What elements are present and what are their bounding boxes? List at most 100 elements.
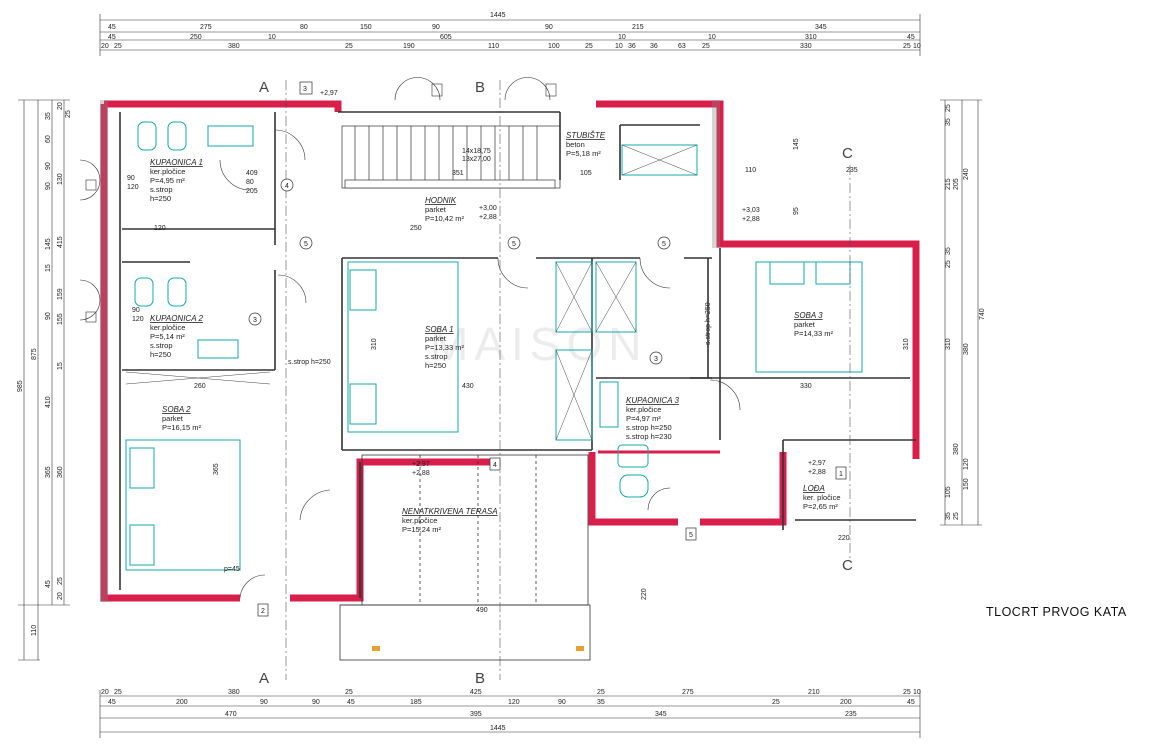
dim-top: 45 bbox=[907, 34, 915, 41]
level-mark: +3,00 bbox=[479, 205, 497, 212]
dim-top: 25 bbox=[903, 43, 911, 50]
room-area: P=5,14 m² bbox=[150, 332, 185, 341]
dim-top: 45 bbox=[108, 34, 116, 41]
room-floor: ker.pločice bbox=[626, 405, 661, 414]
room-name: KUPAONICA 1 bbox=[150, 158, 203, 167]
note: 90 bbox=[127, 175, 135, 182]
section-a-top: A bbox=[259, 79, 269, 96]
room-area: P=16,15 m² bbox=[162, 423, 201, 432]
dim-left: 90 bbox=[45, 162, 52, 170]
opening-number: 5 bbox=[304, 241, 308, 248]
door-swings bbox=[219, 129, 741, 599]
dim-top: 215 bbox=[632, 24, 644, 31]
dim-bottom: 470 bbox=[225, 711, 237, 718]
room-soba-2: SOBA 2 parket P=16,15 m² bbox=[162, 405, 201, 432]
dim-right: 120 bbox=[963, 458, 970, 470]
note: 220 bbox=[838, 535, 850, 542]
opening-number: 3 bbox=[253, 317, 257, 324]
dim-top: 36 bbox=[628, 43, 636, 50]
dim-bottom: 90 bbox=[558, 699, 566, 706]
stair bbox=[341, 125, 561, 189]
stair-run-length: 351 bbox=[452, 170, 464, 177]
note: 120 bbox=[132, 316, 144, 323]
dim-left: 35 bbox=[45, 112, 52, 120]
dim-right: 25 bbox=[945, 260, 952, 268]
dim-bottom: 20 bbox=[101, 689, 109, 696]
room-name: STUBIŠTE bbox=[566, 131, 606, 140]
dim-bottom: 345 bbox=[655, 711, 667, 718]
dim-top: 275 bbox=[200, 24, 212, 31]
stair-spec-2: 13x27,00 bbox=[462, 156, 491, 163]
dim-left: 90 bbox=[45, 312, 52, 320]
dim-bottom: 185 bbox=[410, 699, 422, 706]
room-floor: parket bbox=[425, 334, 447, 343]
dim-top: 605 bbox=[440, 34, 452, 41]
dim-right: 35 bbox=[945, 512, 952, 520]
note: 120 bbox=[154, 225, 166, 232]
dim-left: 90 bbox=[45, 182, 52, 190]
note: p=45 bbox=[224, 566, 240, 573]
dim-left: 15 bbox=[57, 362, 64, 370]
dim-bottom: 425 bbox=[470, 689, 482, 696]
dim-left: 110 bbox=[31, 625, 38, 636]
room-ceiling: s.strop h=250 bbox=[626, 423, 672, 432]
inner-walls bbox=[119, 111, 916, 598]
room-area: P=2,65 m² bbox=[803, 502, 838, 511]
room-name: NENATKRIVENA TERASA bbox=[402, 507, 498, 516]
opening-number: 5 bbox=[662, 241, 666, 248]
room-floor: parket bbox=[425, 205, 447, 214]
room-ceiling: s.strop bbox=[150, 185, 173, 194]
left-dimension-lines bbox=[18, 99, 70, 661]
dim-bottom: 120 bbox=[508, 699, 520, 706]
dim-bottom: 25 bbox=[772, 699, 780, 706]
top-dimension-lines bbox=[99, 14, 921, 56]
dim-top: 25 bbox=[114, 43, 122, 50]
room-soba-3: SOBA 3 parket P=14,33 m² bbox=[794, 311, 833, 338]
drain-marker bbox=[372, 646, 380, 651]
dim-bottom: 25 bbox=[597, 689, 605, 696]
dim-bottom: 25 bbox=[903, 689, 911, 696]
room-kupaonica-2: KUPAONICA 2 ker.pločice P=5,14 m² s.stro… bbox=[150, 314, 203, 359]
dim-top: 190 bbox=[403, 43, 415, 50]
dim-right: 35 bbox=[945, 118, 952, 126]
dim-bottom: 395 bbox=[470, 711, 482, 718]
room-hodnik: HODNIK parket P=10,42 m² bbox=[425, 196, 464, 223]
dim-top: 10 bbox=[615, 43, 623, 50]
dim-left: 20 bbox=[57, 102, 64, 110]
dim-top: 63 bbox=[678, 43, 686, 50]
dim-left: 15 bbox=[45, 264, 52, 272]
dim-top: 150 bbox=[360, 24, 372, 31]
wardrobe-crosses bbox=[125, 144, 698, 441]
room-floor: parket bbox=[794, 320, 816, 329]
dim-top: 36 bbox=[650, 43, 658, 50]
room-floor: ker. pločice bbox=[803, 493, 841, 502]
room-floor: beton bbox=[566, 140, 585, 149]
opening-number: 3 bbox=[654, 356, 658, 363]
window-marks bbox=[79, 77, 557, 323]
dim-left: 45 bbox=[45, 580, 52, 588]
dim-top: 380 bbox=[228, 43, 240, 50]
note: 430 bbox=[462, 383, 474, 390]
dim-bottom: 380 bbox=[228, 689, 240, 696]
dim-left: 20 bbox=[57, 592, 64, 600]
bottom-dimension-lines bbox=[99, 690, 921, 738]
dim-bottom: 90 bbox=[312, 699, 320, 706]
dim-top: 25 bbox=[345, 43, 353, 50]
stair-spec-1: 14x18,75 bbox=[462, 148, 491, 155]
room-ceiling-height: h=250 bbox=[150, 194, 171, 203]
note: 330 bbox=[800, 383, 812, 390]
note: 310 bbox=[903, 338, 910, 350]
note: 310 bbox=[371, 338, 378, 350]
dim-top: 100 bbox=[548, 43, 560, 50]
room-soba-1: SOBA 1 parket P=13,33 m² s.strop h=250 bbox=[425, 325, 464, 370]
dim-top: 25 bbox=[702, 43, 710, 50]
dim-top: 90 bbox=[545, 24, 553, 31]
room-area: P=5,18 m² bbox=[566, 149, 601, 158]
dim-bottom: 45 bbox=[108, 699, 116, 706]
room-name: SOBA 2 bbox=[162, 405, 191, 414]
level-marks: +2,97 +3,00 +2,88 +3,03 +2,88 +2,97 +2,8… bbox=[320, 90, 826, 477]
dim-left: 130 bbox=[57, 173, 64, 185]
dim-bottom: 25 bbox=[345, 689, 353, 696]
room-kupaonica-3: KUPAONICA 3 ker.pločice P=4,97 m² s.stro… bbox=[626, 396, 679, 441]
